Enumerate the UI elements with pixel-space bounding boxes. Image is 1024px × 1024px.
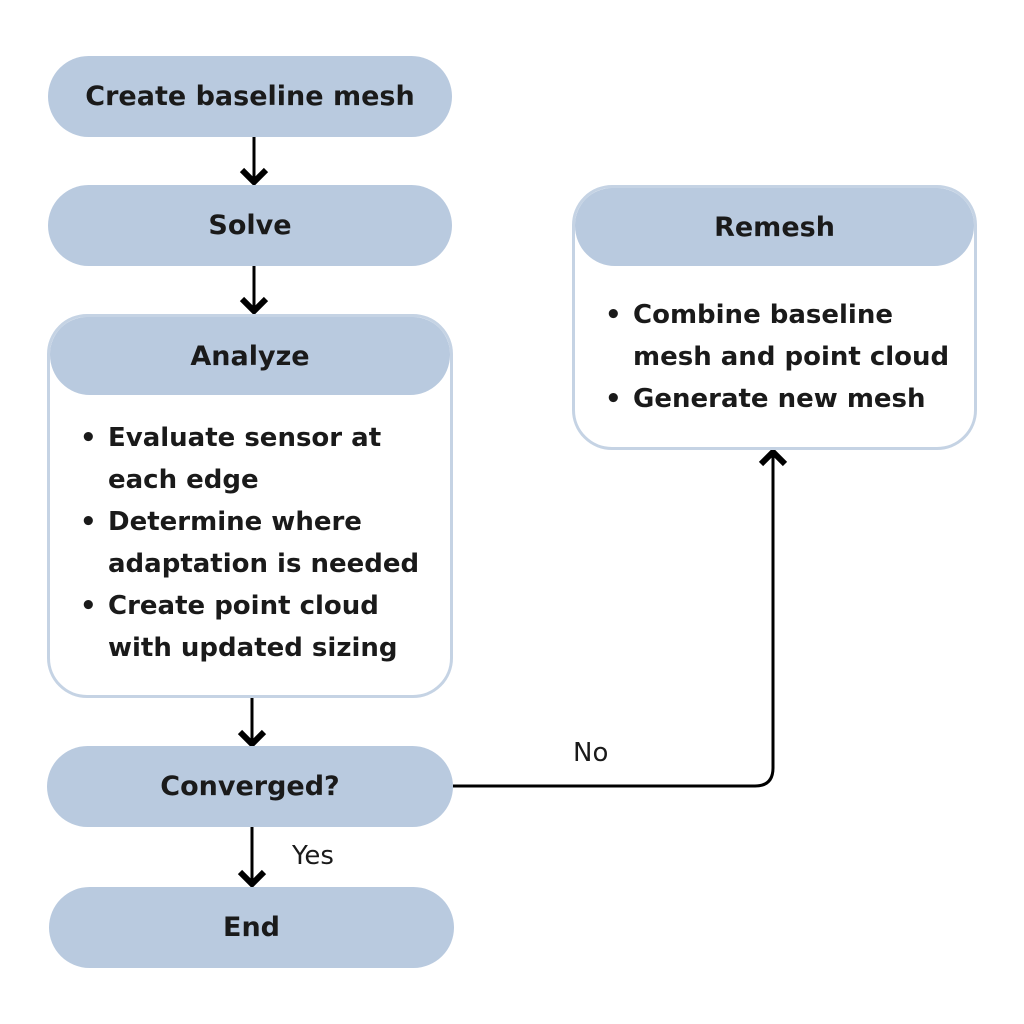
list-item: Create point cloud with updated sizing bbox=[80, 585, 436, 669]
node-remesh-header: Remesh bbox=[575, 188, 974, 266]
edge-label-no: No bbox=[573, 738, 609, 768]
node-converged: Converged? bbox=[47, 746, 453, 827]
edge-label-yes: Yes bbox=[292, 841, 334, 871]
node-label: Create baseline mesh bbox=[85, 81, 415, 112]
node-end: End bbox=[49, 887, 454, 968]
node-solve: Solve bbox=[48, 185, 452, 266]
node-title: Remesh bbox=[714, 211, 835, 243]
node-label: End bbox=[223, 912, 280, 943]
list-item: Combine baseline mesh and point cloud bbox=[605, 294, 964, 378]
node-create-baseline-mesh: Create baseline mesh bbox=[48, 56, 452, 137]
arrow-converged-to-remesh bbox=[453, 447, 788, 788]
node-analyze-header: Analyze bbox=[50, 317, 450, 395]
node-remesh: Remesh Combine baseline mesh and point c… bbox=[572, 185, 977, 450]
node-title: Analyze bbox=[190, 340, 310, 372]
node-analyze: Analyze Evaluate sensor at each edge Det… bbox=[47, 314, 453, 698]
node-label: Solve bbox=[208, 210, 292, 241]
list-item: Evaluate sensor at each edge bbox=[80, 417, 436, 501]
node-label: Converged? bbox=[160, 771, 340, 802]
list-item: Determine where adaptation is needed bbox=[80, 501, 436, 585]
analyze-list: Evaluate sensor at each edge Determine w… bbox=[50, 395, 450, 669]
list-item: Generate new mesh bbox=[605, 378, 964, 420]
remesh-list: Combine baseline mesh and point cloud Ge… bbox=[575, 266, 974, 420]
